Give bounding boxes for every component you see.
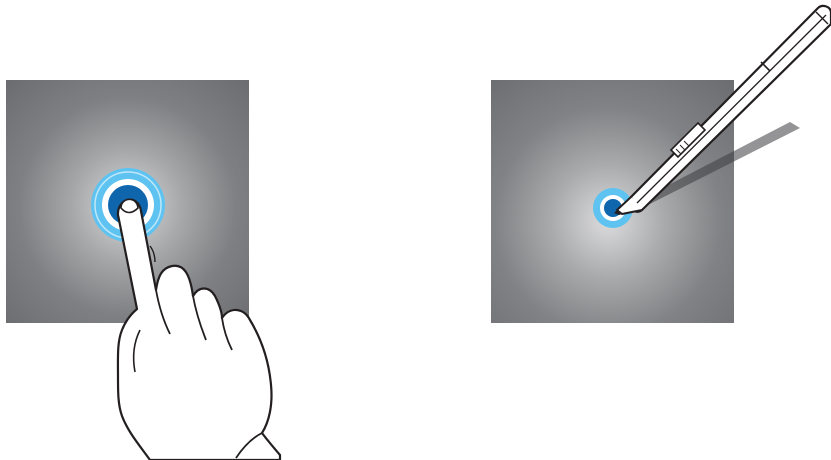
s-pen-icon <box>614 6 831 215</box>
finger-hand-icon <box>118 199 280 460</box>
